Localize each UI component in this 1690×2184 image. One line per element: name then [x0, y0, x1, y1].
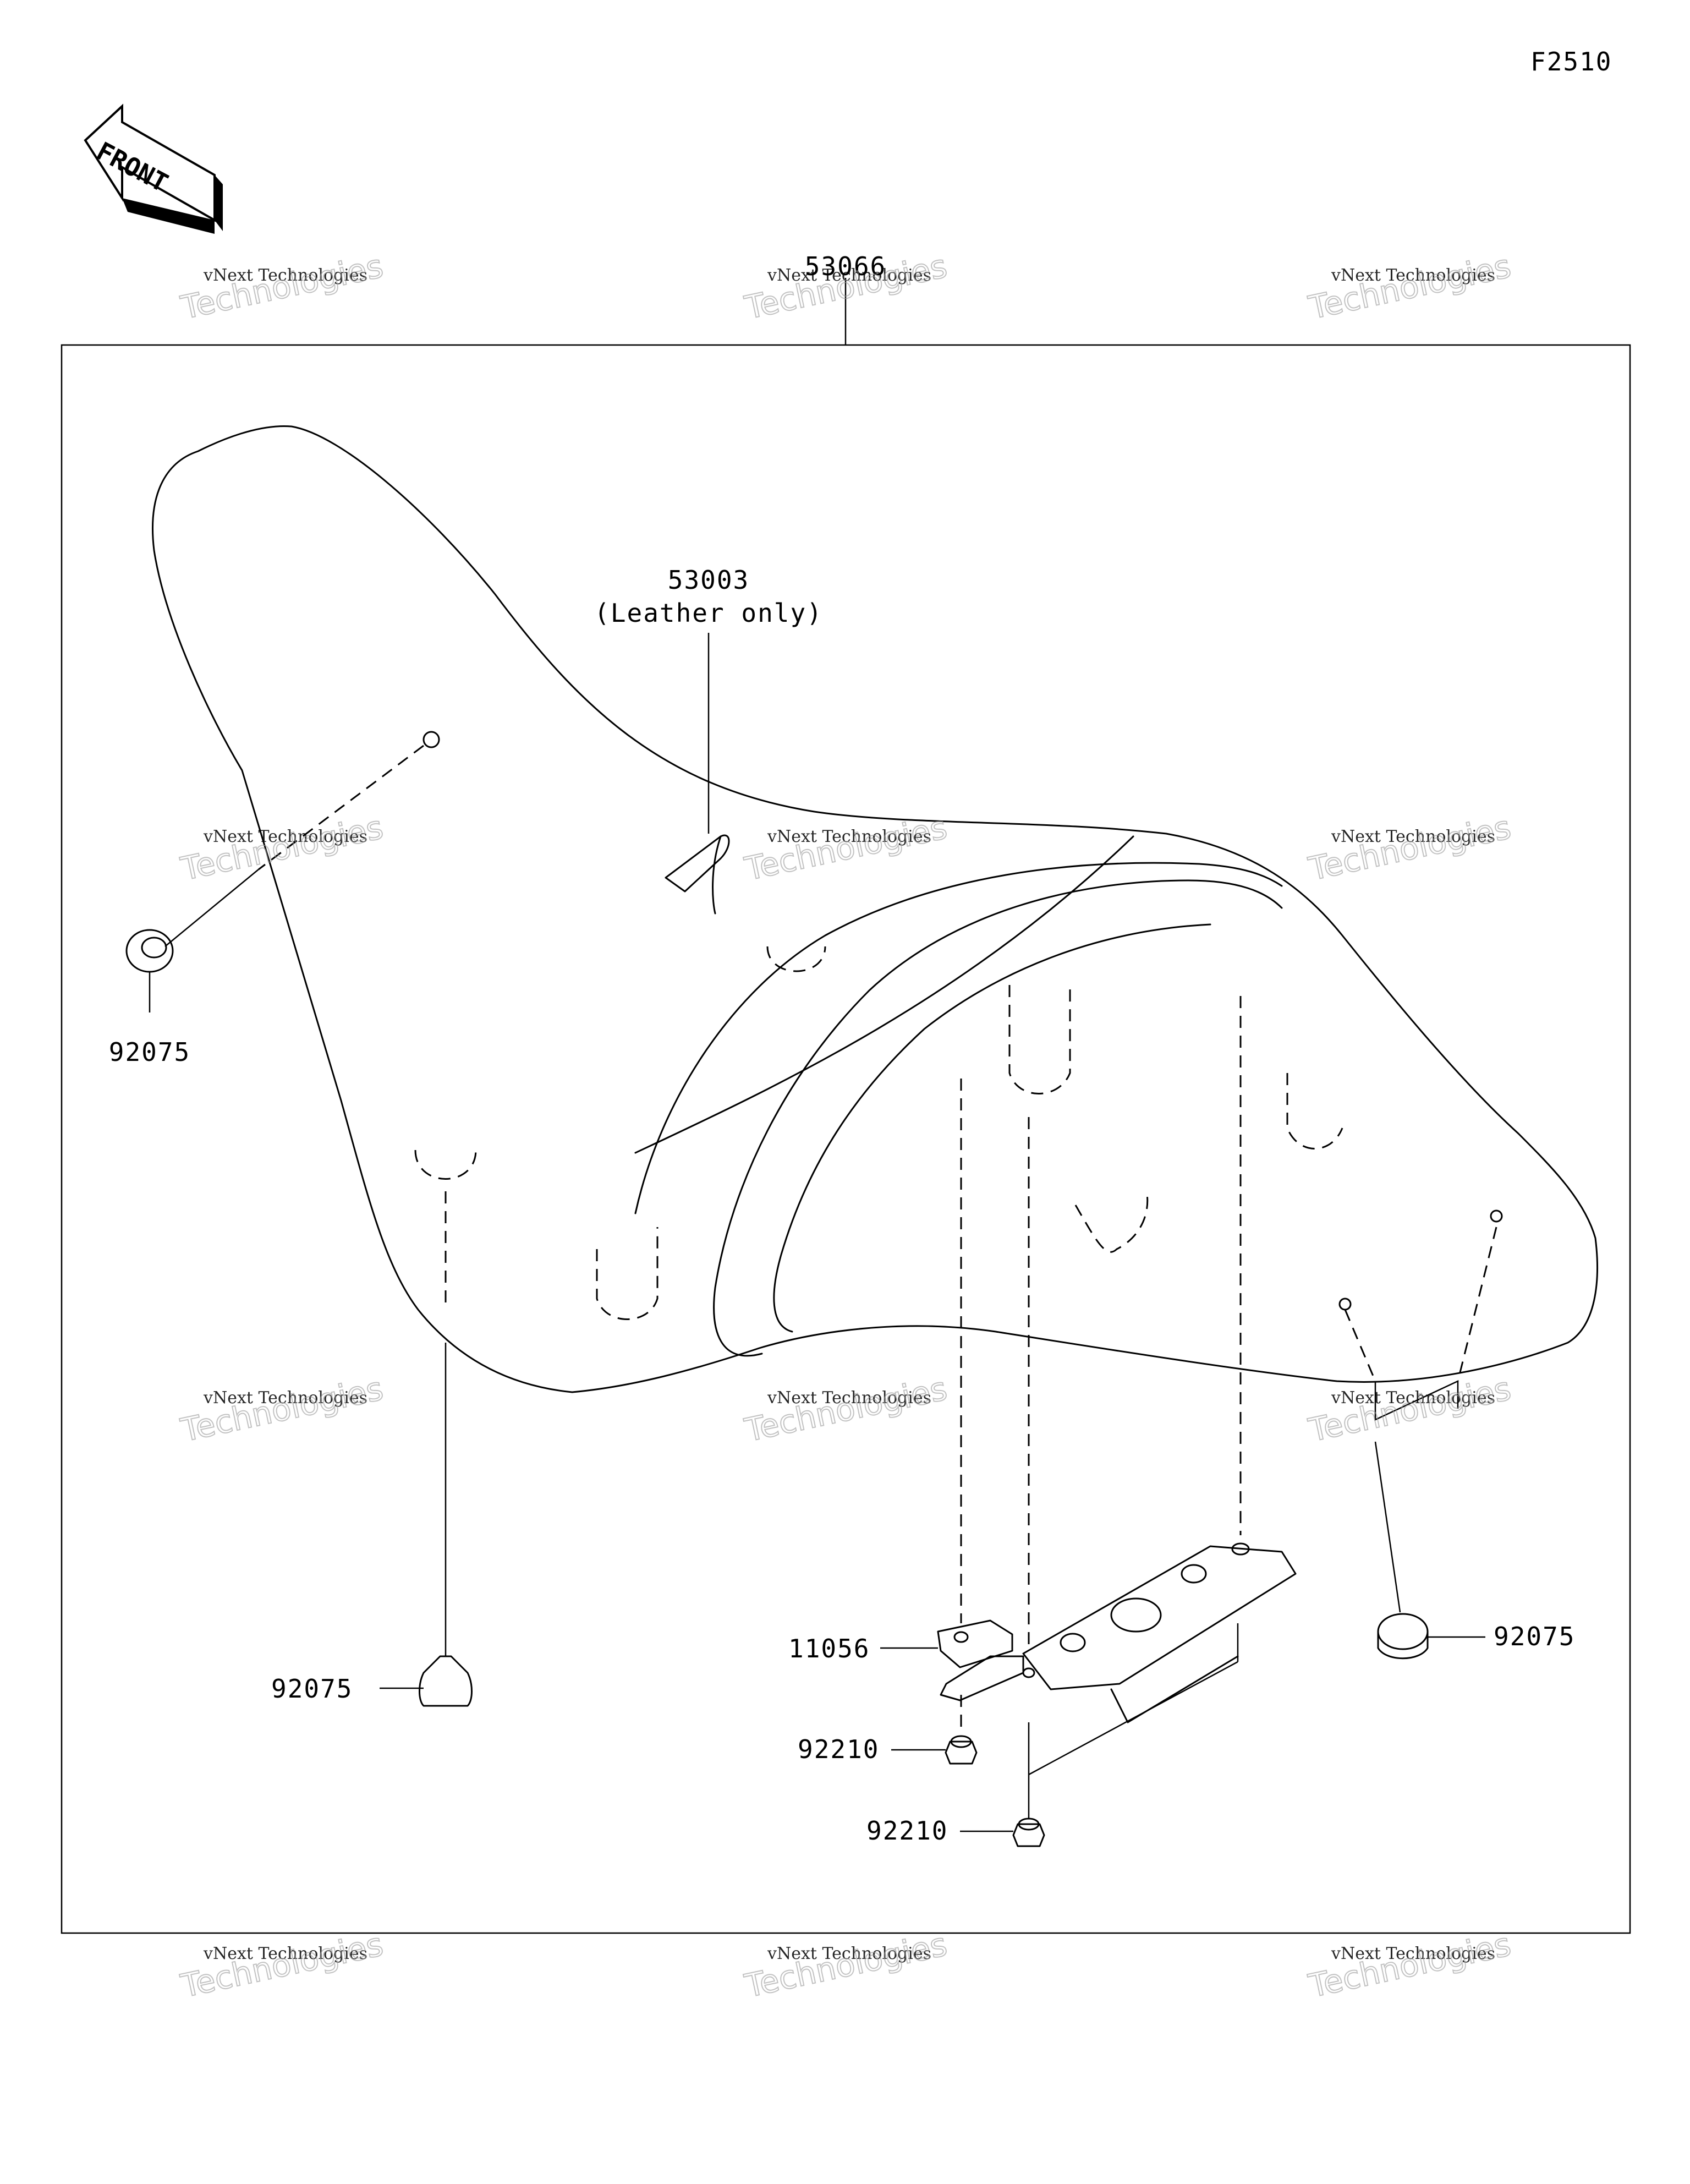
nut-upper: 92210: [798, 1695, 978, 1765]
label-92075-left: 92075: [109, 1037, 190, 1067]
mount-points: [414, 731, 1503, 1320]
seat-cover-tag: 53003 (Leather only): [594, 565, 823, 915]
svg-text:Technologies: Technologies: [1305, 1925, 1515, 2005]
svg-text:Technologies: Technologies: [742, 1925, 951, 2005]
svg-text:vNext Technologies: vNext Technologies: [767, 266, 931, 285]
svg-text:vNext Technologies: vNext Technologies: [1331, 827, 1495, 846]
svg-text:Technologies: Technologies: [1305, 247, 1515, 326]
svg-text:vNext Technologies: vNext Technologies: [203, 827, 367, 846]
svg-text:Technologies: Technologies: [178, 247, 387, 326]
svg-text:vNext Technologies: vNext Technologies: [1331, 1388, 1495, 1408]
bracket-11056: 11056: [788, 996, 1297, 1723]
svg-text:vNext Technologies: vNext Technologies: [767, 1388, 931, 1408]
label-53066: 53066: [805, 251, 886, 281]
svg-text:vNext Technologies: vNext Technologies: [203, 1944, 367, 1963]
label-92075-bottom: 92075: [271, 1674, 353, 1704]
svg-text:Technologies: Technologies: [178, 1370, 387, 1449]
svg-text:vNext Technologies: vNext Technologies: [203, 266, 367, 285]
svg-text:Technologies: Technologies: [178, 808, 387, 888]
svg-text:vNext Technologies: vNext Technologies: [767, 827, 931, 846]
seat-body: [152, 425, 1598, 1393]
figure-code: F2510: [1530, 47, 1612, 76]
label-53003: 53003: [668, 565, 749, 595]
label-92210-lower: 92210: [866, 1816, 948, 1846]
svg-text:vNext Technologies: vNext Technologies: [1331, 266, 1495, 285]
damper-right: 92075: [1344, 1227, 1575, 1660]
svg-text:Technologies: Technologies: [1305, 808, 1515, 888]
label-leather-only: (Leather only): [594, 598, 823, 628]
svg-text:vNext Technologies: vNext Technologies: [1331, 1944, 1495, 1963]
front-arrow-icon: FRONT: [84, 103, 223, 234]
damper-bottom: 92075: [271, 1191, 473, 1707]
label-92210-upper: 92210: [798, 1734, 879, 1764]
label-11056: 11056: [788, 1634, 870, 1663]
damper-left: 92075: [109, 745, 424, 1067]
label-92075-right: 92075: [1494, 1622, 1575, 1651]
svg-text:vNext Technologies: vNext Technologies: [767, 1944, 931, 1963]
svg-text:Technologies: Technologies: [742, 1370, 951, 1449]
svg-text:vNext Technologies: vNext Technologies: [203, 1388, 367, 1408]
nut-lower: 92210: [866, 1661, 1238, 1847]
svg-text:Technologies: Technologies: [742, 808, 951, 888]
svg-text:Technologies: Technologies: [178, 1925, 387, 2005]
